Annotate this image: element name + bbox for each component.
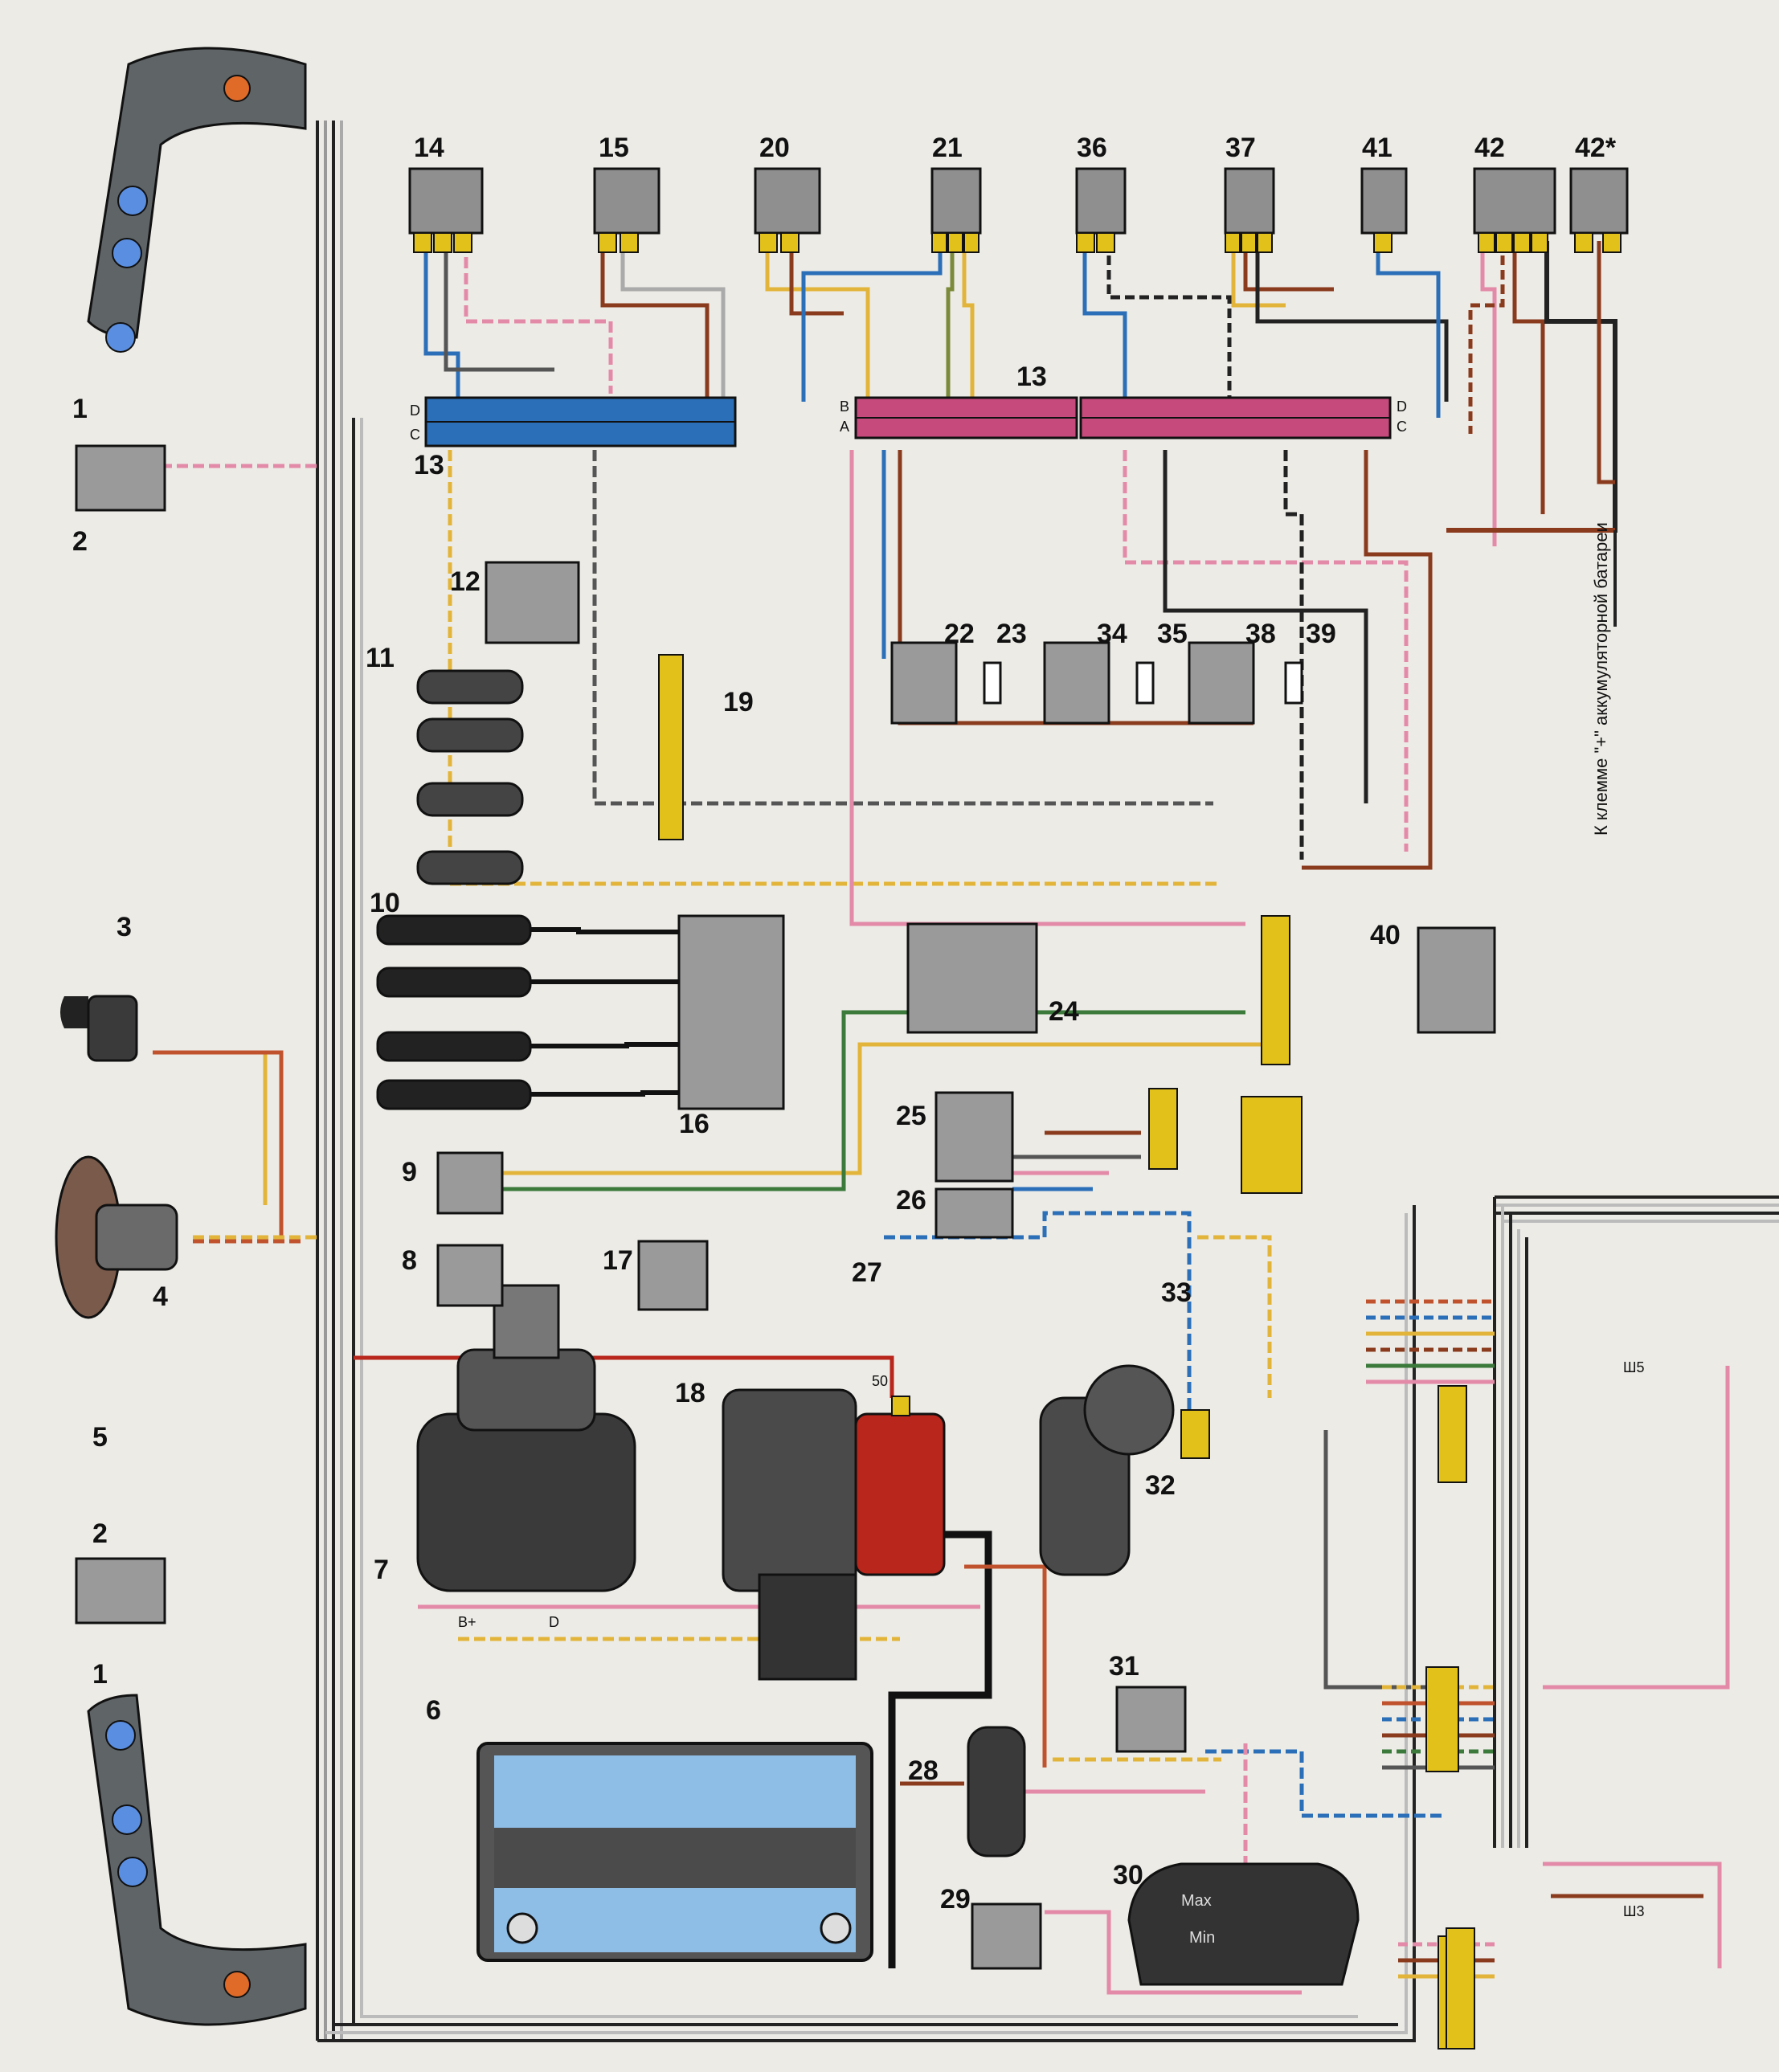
svg-text:50: 50 — [872, 1373, 888, 1389]
svg-text:14: 14 — [414, 133, 444, 163]
svg-text:10: 10 — [370, 888, 400, 918]
ignition-module — [530, 914, 785, 1110]
svg-text:17: 17 — [603, 1245, 633, 1276]
svg-text:Min: Min — [1189, 1929, 1215, 1947]
svg-text:42*: 42* — [1575, 133, 1617, 163]
svg-text:21: 21 — [932, 133, 963, 163]
svg-text:6: 6 — [426, 1695, 441, 1726]
svg-text:4: 4 — [153, 1281, 168, 1312]
svg-text:13: 13 — [1016, 362, 1047, 392]
svg-text:19: 19 — [723, 687, 754, 717]
svg-text:11: 11 — [366, 643, 395, 673]
svg-text:27: 27 — [852, 1257, 882, 1288]
ecu-connector-pink: B A D C — [840, 396, 1407, 439]
sensor-pins-top — [413, 232, 1622, 253]
svg-text:2: 2 — [72, 526, 88, 557]
svg-text:38: 38 — [1245, 619, 1276, 649]
svg-text:23: 23 — [996, 619, 1027, 649]
wiper-motor — [1039, 1364, 1175, 1576]
svg-text:25: 25 — [896, 1101, 926, 1131]
connector-sh5: Ш5 — [1623, 1359, 1645, 1375]
svg-text:30: 30 — [1113, 1860, 1143, 1890]
connector-sh3: Ш3 — [1623, 1903, 1645, 1919]
svg-text:36: 36 — [1077, 133, 1107, 163]
misc-boxes — [75, 444, 1496, 1970]
svg-text:34: 34 — [1097, 619, 1127, 649]
svg-text:7: 7 — [374, 1555, 389, 1585]
starter: 50 — [722, 1373, 946, 1681]
svg-text:Max: Max — [1181, 1892, 1212, 1910]
svg-text:12: 12 — [450, 566, 481, 597]
component-labels: 1 2 3 4 5 6 7 8 9 10 11 12 13 13 14 15 1… — [72, 133, 1617, 1915]
lamp-socket — [55, 1155, 178, 1319]
spark-plugs — [376, 914, 532, 1110]
washer-reservoir: Max Min — [1127, 1862, 1360, 1986]
svg-text:D: D — [1397, 398, 1407, 415]
svg-text:33: 33 — [1161, 1277, 1192, 1308]
washer-pump — [967, 1726, 1026, 1857]
injectors — [416, 669, 524, 885]
svg-text:D: D — [549, 1614, 559, 1630]
alternator: B+ D — [416, 1284, 636, 1630]
svg-text:5: 5 — [92, 1422, 108, 1453]
svg-text:31: 31 — [1109, 1651, 1139, 1682]
svg-text:8: 8 — [402, 1245, 417, 1276]
battery-note: К клемме "+" аккумуляторной батареи — [1591, 522, 1611, 836]
svg-text:42: 42 — [1474, 133, 1505, 163]
yellow-connectors — [658, 654, 1475, 2050]
svg-text:35: 35 — [1157, 619, 1188, 649]
svg-text:29: 29 — [940, 1884, 971, 1915]
svg-text:15: 15 — [599, 133, 629, 163]
svg-text:22: 22 — [944, 619, 975, 649]
svg-text:D: D — [410, 403, 420, 419]
svg-text:18: 18 — [675, 1378, 705, 1408]
svg-text:24: 24 — [1049, 996, 1079, 1027]
svg-text:B+: B+ — [458, 1614, 476, 1630]
svg-text:13: 13 — [414, 450, 444, 480]
relays — [890, 641, 1255, 725]
svg-text:41: 41 — [1362, 133, 1393, 163]
fuses — [983, 661, 1303, 705]
svg-text:32: 32 — [1145, 1470, 1176, 1501]
main-harness — [316, 121, 1779, 2042]
sensor-blocks-top — [408, 167, 1629, 235]
svg-text:C: C — [410, 427, 420, 443]
svg-text:A: A — [840, 419, 849, 435]
svg-text:20: 20 — [759, 133, 790, 163]
svg-text:16: 16 — [679, 1109, 710, 1139]
headlight-bottom — [87, 1694, 307, 2026]
svg-text:3: 3 — [117, 912, 132, 942]
svg-text:39: 39 — [1306, 619, 1336, 649]
svg-text:C: C — [1397, 419, 1407, 435]
battery — [476, 1742, 873, 1962]
svg-text:1: 1 — [72, 394, 88, 424]
headlight-top — [87, 47, 307, 353]
svg-text:37: 37 — [1225, 133, 1256, 163]
ecu-connector-blue: D C — [410, 396, 737, 448]
svg-text:26: 26 — [896, 1185, 926, 1216]
horn — [60, 995, 138, 1062]
svg-text:40: 40 — [1370, 920, 1401, 950]
svg-text:2: 2 — [92, 1518, 108, 1549]
svg-text:9: 9 — [402, 1157, 417, 1187]
svg-text:28: 28 — [908, 1755, 939, 1786]
svg-text:B: B — [840, 398, 849, 415]
svg-text:1: 1 — [92, 1659, 108, 1690]
